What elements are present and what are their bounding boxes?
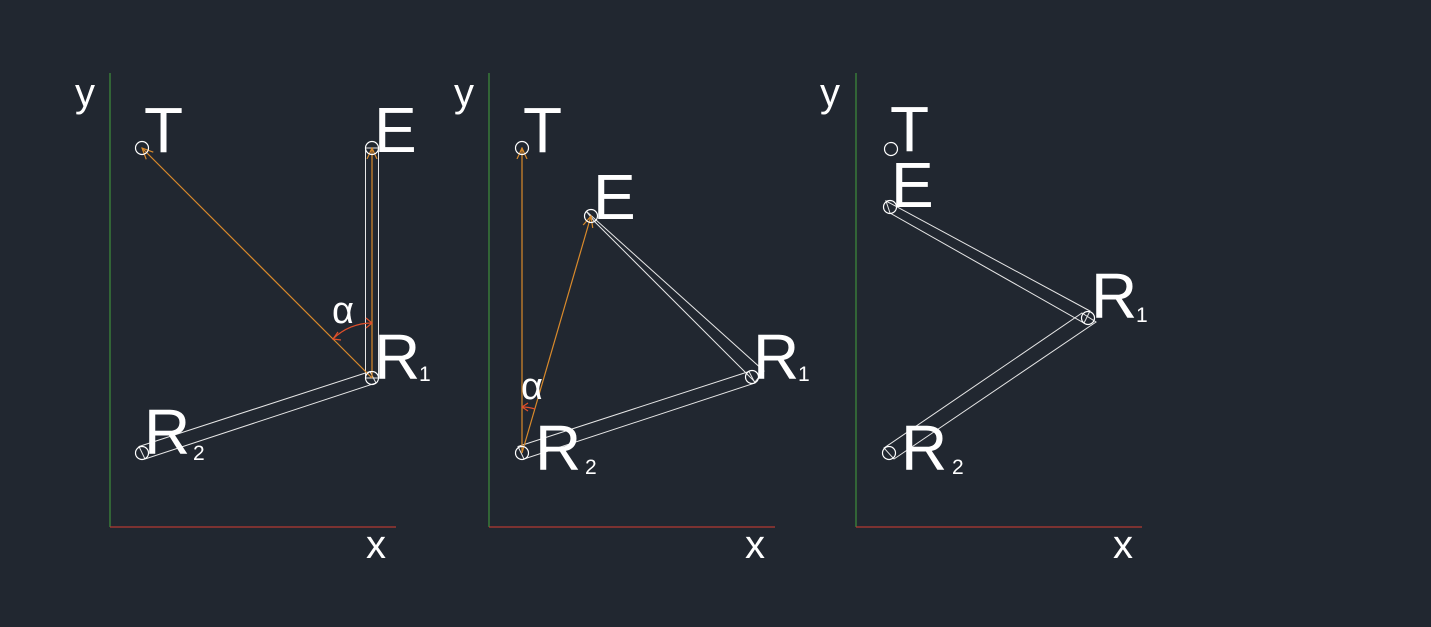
joint-r2-label: R <box>535 412 581 484</box>
x-axis-label: x <box>366 523 386 567</box>
target-point <box>514 140 530 156</box>
joint-r1 <box>364 370 380 386</box>
angle-arc-arrow-icon <box>520 402 529 412</box>
y-axis-label: y <box>820 71 840 115</box>
end-effector-label: E <box>374 94 417 166</box>
joint-r2 <box>514 445 530 461</box>
joint-r2 <box>881 445 897 461</box>
panel-2: y x T E α R 1 R 2 <box>454 71 810 567</box>
joint-r1-label: R <box>1091 260 1137 332</box>
y-axis-label: y <box>75 71 95 115</box>
angle-arc <box>332 322 373 340</box>
joint-r1-index: 1 <box>798 363 810 386</box>
y-axis-label: y <box>454 71 474 115</box>
joint-r1-index: 1 <box>1136 304 1148 327</box>
angle-label: α <box>332 290 354 332</box>
panel-1: y x T E α R 1 R 2 <box>75 71 431 567</box>
joint-r1 <box>744 369 760 385</box>
joint-r1-index: 1 <box>419 363 431 386</box>
end-effector-joint <box>583 208 599 224</box>
target-label: T <box>144 94 183 166</box>
end-effector-joint <box>882 199 898 215</box>
joint-r2-index: 2 <box>585 456 597 479</box>
joint-r2-index: 2 <box>193 442 205 465</box>
panel-3: y x T E R 1 R 2 <box>820 71 1148 567</box>
x-axis-label: x <box>1113 523 1133 567</box>
angle-arc-arrow-icon <box>331 331 342 341</box>
vector-r2-to-end-effector <box>521 216 591 454</box>
x-axis-label: x <box>745 523 765 567</box>
joint-r1-label: R <box>753 321 799 393</box>
target-label: T <box>890 93 929 165</box>
end-effector-label: E <box>891 149 934 221</box>
joint-r1 <box>1080 310 1096 326</box>
joint-r2-label: R <box>144 396 190 468</box>
target-point <box>134 140 150 156</box>
angle-label: α <box>521 366 543 408</box>
joint-r1-label: R <box>374 321 420 393</box>
target-label: T <box>523 94 562 166</box>
link-r1-r2 <box>883 312 1097 460</box>
angle-arc-arrow-icon <box>365 317 373 329</box>
end-effector-joint <box>364 140 380 156</box>
target-point <box>883 141 899 157</box>
joint-r2-label: R <box>901 412 947 484</box>
joint-r2-index: 2 <box>952 456 964 479</box>
vector-r1-to-target <box>142 148 373 379</box>
joint-r2 <box>134 445 150 461</box>
end-effector-label: E <box>593 161 636 233</box>
link-e-r1 <box>585 210 765 383</box>
